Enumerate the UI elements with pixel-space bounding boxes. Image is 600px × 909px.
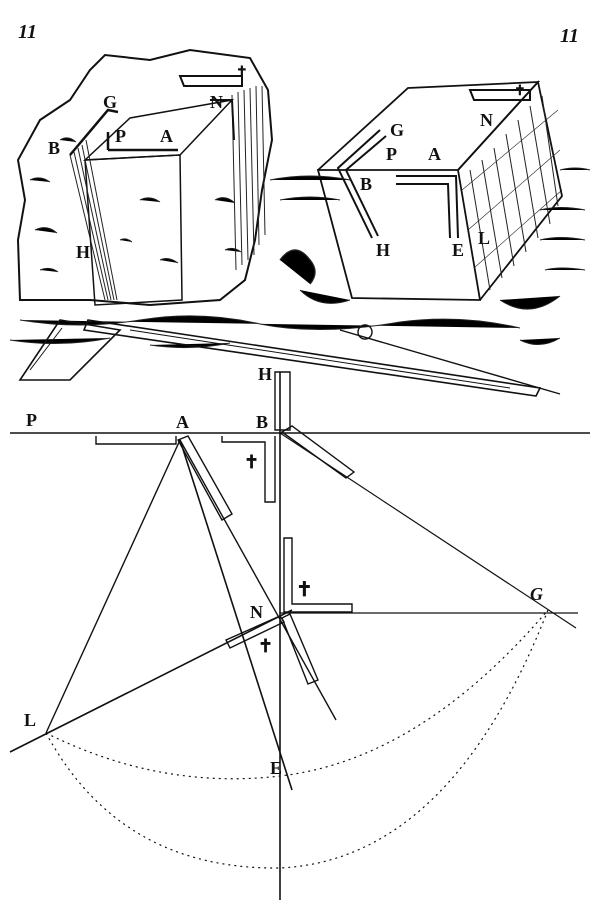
left-label-A: A xyxy=(160,126,173,146)
right-block: ✝ xyxy=(316,80,563,301)
left-label-H: H xyxy=(76,242,90,262)
page-number-right: 11 xyxy=(560,25,579,47)
point-label-G: G xyxy=(530,584,543,604)
point-label-A: A xyxy=(176,412,189,432)
ground-texture xyxy=(9,167,591,349)
right-label-L: L xyxy=(478,228,490,248)
line-A-far xyxy=(179,439,337,721)
left-rock: ✝ xyxy=(16,48,274,307)
point-label-E: E xyxy=(270,758,282,778)
point-label-B: B xyxy=(256,412,268,432)
right-label-E: E xyxy=(452,240,464,260)
left-label-B: B xyxy=(48,138,60,158)
right-label-G: G xyxy=(390,120,404,140)
square-B-diagonal xyxy=(280,425,356,479)
ground-ruler xyxy=(18,319,561,397)
right-label-B: B xyxy=(360,174,372,194)
left-block-cross: ✝ xyxy=(236,65,248,80)
cross-upper: ✝ xyxy=(244,452,259,472)
cross-lower: ✝ xyxy=(258,636,273,656)
square-at-H xyxy=(274,371,291,431)
point-label-L: L xyxy=(24,710,36,730)
left-label-N: N xyxy=(210,92,223,112)
cross-middle: ✝ xyxy=(296,579,313,601)
right-label-A: A xyxy=(428,144,441,164)
right-block-cross: ✝ xyxy=(514,84,526,99)
line-A-L xyxy=(45,439,181,734)
square-A-diagonal xyxy=(177,435,233,521)
line-L-N xyxy=(9,609,293,753)
square-at-A xyxy=(95,436,177,445)
square-at-N xyxy=(283,537,353,613)
dotted-arc-inner xyxy=(45,609,549,780)
line-A-E xyxy=(179,439,293,791)
right-label-P: P xyxy=(386,144,397,164)
point-label-N: N xyxy=(250,602,263,622)
page-number-left: 11 xyxy=(18,21,37,43)
point-label-H: H xyxy=(258,364,272,384)
lower-diagram: ✝ ✝ ✝ P A B H N G L E xyxy=(9,364,590,900)
left-label-G: G xyxy=(103,92,117,112)
left-label-P: P xyxy=(115,126,126,146)
point-label-P: P xyxy=(26,410,37,430)
right-label-N: N xyxy=(480,110,493,130)
square-below-B xyxy=(221,436,276,503)
upper-figure: ✝ G N B P A H xyxy=(9,48,591,397)
square-N-down xyxy=(281,613,319,685)
right-label-H: H xyxy=(376,240,390,260)
